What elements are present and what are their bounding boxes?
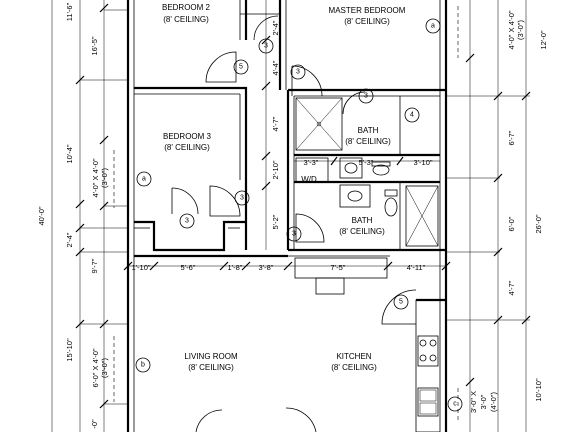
dim-closet-1: 4'-4" <box>271 60 280 75</box>
door-bedroom3-closet <box>171 187 199 215</box>
door-tag: 3 <box>364 93 368 100</box>
dim-window-b-sill: (3'-0") <box>100 358 109 378</box>
room-name-bath1: BATH <box>358 126 379 135</box>
room-ceiling-kitchen: (8' CEILING) <box>331 363 377 372</box>
window-tag: a <box>431 23 435 30</box>
room-ceiling-bedroom3: (8' CEILING) <box>164 143 210 152</box>
dim-left-6: -0" <box>90 419 99 429</box>
door-tag: 3 <box>296 69 300 76</box>
dim-right-outer-1: 26'-0" <box>534 214 543 233</box>
dim-bottom-5: 4'-11" <box>407 263 426 272</box>
dim-window-right-c-sill: (4'-0") <box>489 392 498 412</box>
kitchen-sink <box>417 387 439 417</box>
door-entry-b <box>195 409 223 432</box>
dim-right-0: 6'-7" <box>507 130 516 145</box>
dim-window-right-c-size: 3'-0" X <box>469 391 478 413</box>
window-tag: b <box>141 362 145 369</box>
door-tag: 3 <box>264 43 268 50</box>
cooktop <box>417 335 439 367</box>
dimension-text: 40'-0" 11'-6" 16'-5" 10'-4" 2'-4" 9'-7" … <box>37 2 548 428</box>
room-name-kitchen: KITCHEN <box>336 352 371 361</box>
toilet-bath2 <box>384 197 398 217</box>
dim-bottom-4: 7'-5" <box>331 263 346 272</box>
kitchen-counter <box>415 299 441 432</box>
washer-dryer <box>295 157 329 183</box>
window-tags: a a b c <box>135 18 463 412</box>
door-closet <box>253 15 279 41</box>
dimension-lines <box>51 0 531 432</box>
dim-bath-width-0: 3'-3" <box>304 158 319 167</box>
dim-bath-width-2: 3'-10" <box>413 158 432 167</box>
laundry-label: W/D <box>301 175 317 184</box>
room-ceiling-bath1: (8' CEILING) <box>345 137 391 146</box>
dim-window-right-a-size: 4'-0" X 4'-0" <box>507 10 516 49</box>
dim-left-3: 2'-4" <box>65 232 74 247</box>
doors <box>171 15 417 432</box>
room-ceiling-master: (8' CEILING) <box>344 17 390 26</box>
bedroom3-closet <box>134 220 246 252</box>
dim-left-5: 15'-10" <box>65 338 74 362</box>
dim-window-right-c-b: 3'-0" <box>479 394 488 409</box>
dim-right-1: 6'-0" <box>507 216 516 231</box>
windows <box>113 6 459 420</box>
door-bath1 <box>342 91 366 115</box>
bedroom3-walls <box>134 86 248 250</box>
room-ceiling-living: (8' CEILING) <box>188 363 234 372</box>
room-name-bedroom2: BEDROOM 2 <box>162 3 211 12</box>
dim-left-0: 11'-6" <box>65 2 74 21</box>
dim-hall-1: 2'-10" <box>271 160 280 179</box>
room-ceiling-bath2: (8' CEILING) <box>339 227 385 236</box>
door-tag: 4 <box>410 112 414 119</box>
dim-window-a-size: 4'-0" X 4'-0" <box>91 158 100 197</box>
dim-left-outer: 40'-0" <box>37 206 46 225</box>
door-bedroom2 <box>205 51 237 83</box>
dim-window-a-sill: (3'-0") <box>100 168 109 188</box>
sink-bath2 <box>339 184 371 208</box>
room-name-living: LIVING ROOM <box>184 352 238 361</box>
walls <box>126 0 448 432</box>
door-entry <box>285 407 317 432</box>
dim-bottom-2: 1'-8" <box>228 263 243 272</box>
dim-hall-2: 5'-2" <box>271 214 280 229</box>
room-ceiling-bedroom2: (8' CEILING) <box>163 15 209 24</box>
dim-right-outer-0: 12'-0" <box>539 30 548 49</box>
dim-window-right-a-sill: (3'-0") <box>516 20 525 40</box>
room-name-bedroom3: BEDROOM 3 <box>163 132 212 141</box>
door-tag: 3 <box>292 231 296 238</box>
dim-closet-0: 2'-4" <box>271 20 280 35</box>
door-tag: 5 <box>399 299 403 306</box>
tub-bath2 <box>405 185 439 247</box>
dim-left-2: 10'-4" <box>65 144 74 163</box>
room-name-bath2: BATH <box>352 216 373 225</box>
door-bedroom3 <box>209 185 241 217</box>
door-tag: 5 <box>239 64 243 71</box>
dim-window-b-size: 6'-0" X 4'-0" <box>91 348 100 387</box>
door-tag: 3 <box>185 218 189 225</box>
dim-left-1: 16'-5" <box>90 36 99 55</box>
dim-bottom-0: 1'-10" <box>131 263 150 272</box>
room-labels: BEDROOM 2 (8' CEILING) MASTER BEDROOM (8… <box>162 3 406 372</box>
room-name-master: MASTER BEDROOM <box>329 6 406 15</box>
dim-bottom-3: 3'-8" <box>259 263 274 272</box>
door-tag: 3 <box>240 195 244 202</box>
dim-right-outer-2: 10'-10" <box>534 378 543 402</box>
kitchen-range-hood <box>315 277 345 295</box>
dim-hall-0: 4'-7" <box>271 116 280 131</box>
dim-left-4: 9'-7" <box>90 258 99 273</box>
window-tag: a <box>142 176 146 183</box>
door-bath2 <box>295 213 325 243</box>
toilet-bath1 <box>372 164 390 176</box>
dim-bottom-1: 5'-6" <box>181 263 196 272</box>
door-master <box>291 65 323 97</box>
dim-right-2: 4'-7" <box>507 280 516 295</box>
fixtures <box>294 97 441 432</box>
shower-bath1 <box>295 97 343 151</box>
door-tags: 3 5 3 3 3 3 3 4 5 <box>179 38 420 310</box>
dim-bath-width-1: 5'-3" <box>359 158 374 167</box>
sink-bath1 <box>339 157 363 179</box>
door-kitchen <box>381 289 417 325</box>
window-tag: c <box>453 401 457 408</box>
